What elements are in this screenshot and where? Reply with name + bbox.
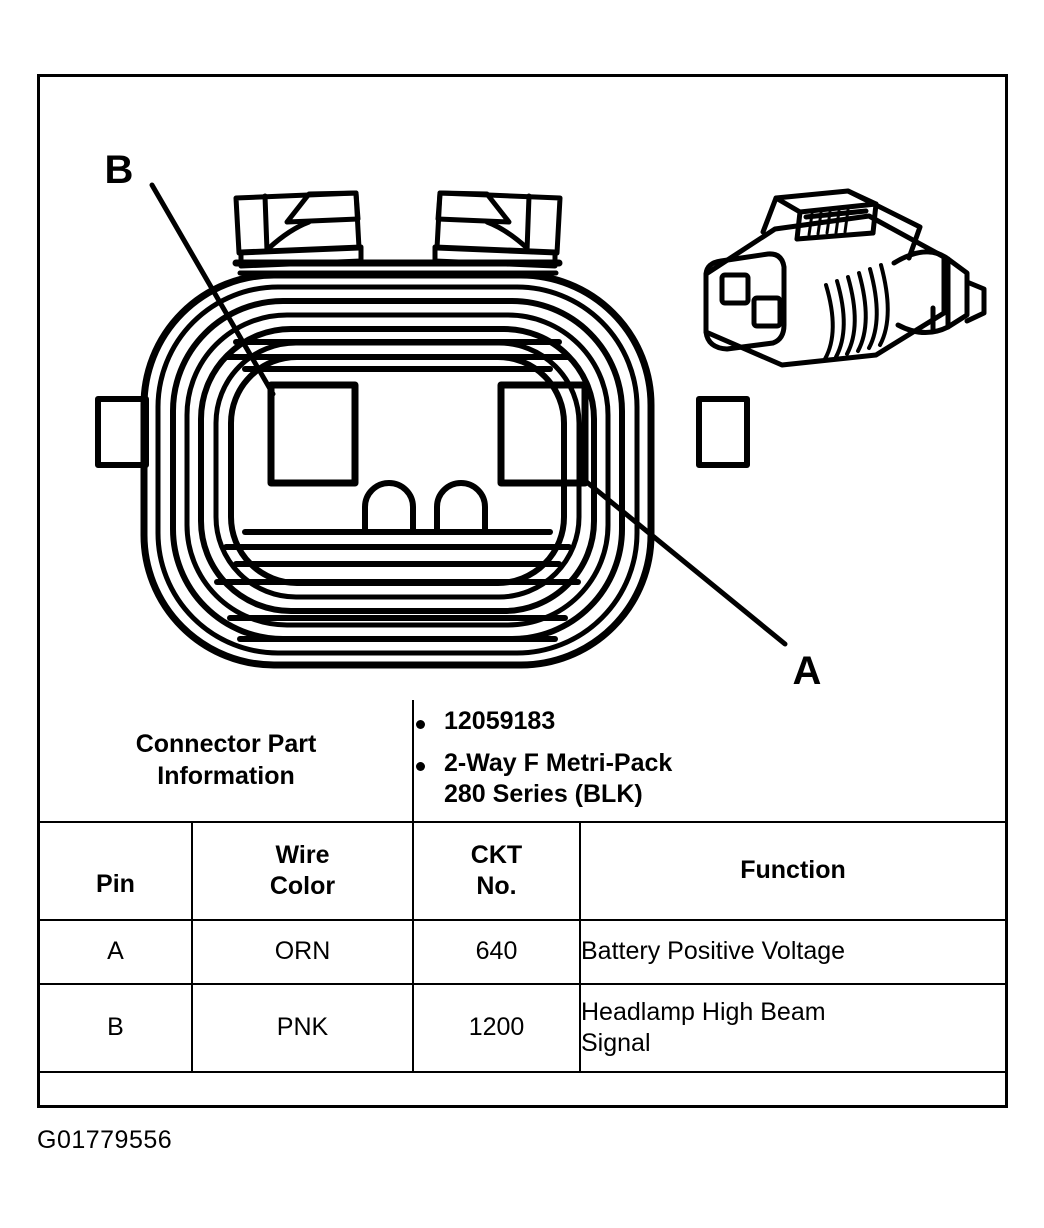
callout-label-a: A <box>793 649 822 693</box>
shell-outline-3 <box>170 298 625 642</box>
terminal-cavity-b <box>267 381 359 487</box>
cell-ckt-no: 640 <box>412 918 581 985</box>
column-header-ckt-line1: CKT <box>470 840 523 869</box>
top-latch-right <box>432 190 563 269</box>
column-header-wire-color: Wire Color <box>191 820 414 921</box>
shell-outline-1 <box>140 271 655 669</box>
table-row: B PNK 1200 Headlamp High Beam Signal <box>40 982 1005 1073</box>
column-header-function: Function <box>579 820 1005 921</box>
top-ribs <box>223 339 572 372</box>
column-header-function-label: Function <box>740 856 846 884</box>
leader-line-b <box>149 182 276 397</box>
shell-outline-5 <box>198 326 597 614</box>
connector-diagram: B A <box>40 77 1005 700</box>
part-description-line1: 2-Way F Metri-Pack <box>444 748 673 777</box>
bottom-ribs <box>214 529 581 642</box>
cell-wire-color: ORN <box>191 918 414 985</box>
iso-terminal-hole-a <box>751 295 783 329</box>
keying-bump-left <box>362 480 416 532</box>
keying-bump-right <box>434 480 488 532</box>
column-header-pin: Pin <box>40 820 193 921</box>
column-header-pin-label: Pin <box>96 870 135 898</box>
figure-id-caption: G01779556 <box>37 1126 173 1154</box>
top-latch-left <box>233 190 364 269</box>
shell-outline-4 <box>184 312 611 628</box>
cpi-label-line2: Information <box>157 762 295 791</box>
connector-isometric-view <box>703 188 987 368</box>
part-number-item: 12059183 <box>414 706 1005 738</box>
part-number: 12059183 <box>444 707 556 735</box>
table-header-row: Pin Wire Color CKT No. Function <box>40 820 1005 921</box>
figure-frame: B A Connector Part Information 12059183 <box>37 74 1008 1108</box>
connector-face-view <box>95 190 750 669</box>
column-header-wire-line1: Wire <box>275 840 330 869</box>
connector-part-information-row: Connector Part Information 12059183 2-Wa… <box>40 700 1005 823</box>
column-header-ckt-no: CKT No. <box>412 820 581 921</box>
cell-pin: A <box>40 918 193 985</box>
cell-function: Headlamp High Beam Signal <box>579 982 1005 1073</box>
part-description-item: 2-Way F Metri-Pack 280 Series (BLK) <box>414 748 1005 811</box>
cell-function-line2: Signal <box>581 1028 651 1057</box>
cell-function-line1: Headlamp High Beam <box>581 998 826 1026</box>
connector-part-information-label: Connector Part Information <box>40 700 414 823</box>
cell-wire-color: PNK <box>191 982 414 1073</box>
column-header-ckt-line2: No. <box>476 871 517 900</box>
cell-pin: B <box>40 982 193 1073</box>
table-row: A ORN 640 Battery Positive Voltage <box>40 918 1005 985</box>
iso-terminal-hole-b <box>719 272 751 306</box>
right-side-tab <box>696 396 750 468</box>
column-header-wire-line2: Color <box>269 871 336 900</box>
cell-ckt-no: 1200 <box>412 982 581 1073</box>
connector-spec-table: Connector Part Information 12059183 2-Wa… <box>40 700 1005 1073</box>
part-description-line2: 280 Series (BLK) <box>444 780 643 808</box>
leader-line-a <box>580 476 788 647</box>
callout-label-b: B <box>105 148 134 192</box>
cpi-label-line1: Connector Part <box>135 730 317 759</box>
shell-outline-2 <box>155 284 640 656</box>
terminal-cavity-a <box>497 381 589 487</box>
left-side-tab <box>95 396 149 468</box>
cell-function: Battery Positive Voltage <box>579 918 1005 985</box>
callout-leaders <box>149 182 788 647</box>
connector-part-information-values: 12059183 2-Way F Metri-Pack 280 Series (… <box>412 700 1005 823</box>
